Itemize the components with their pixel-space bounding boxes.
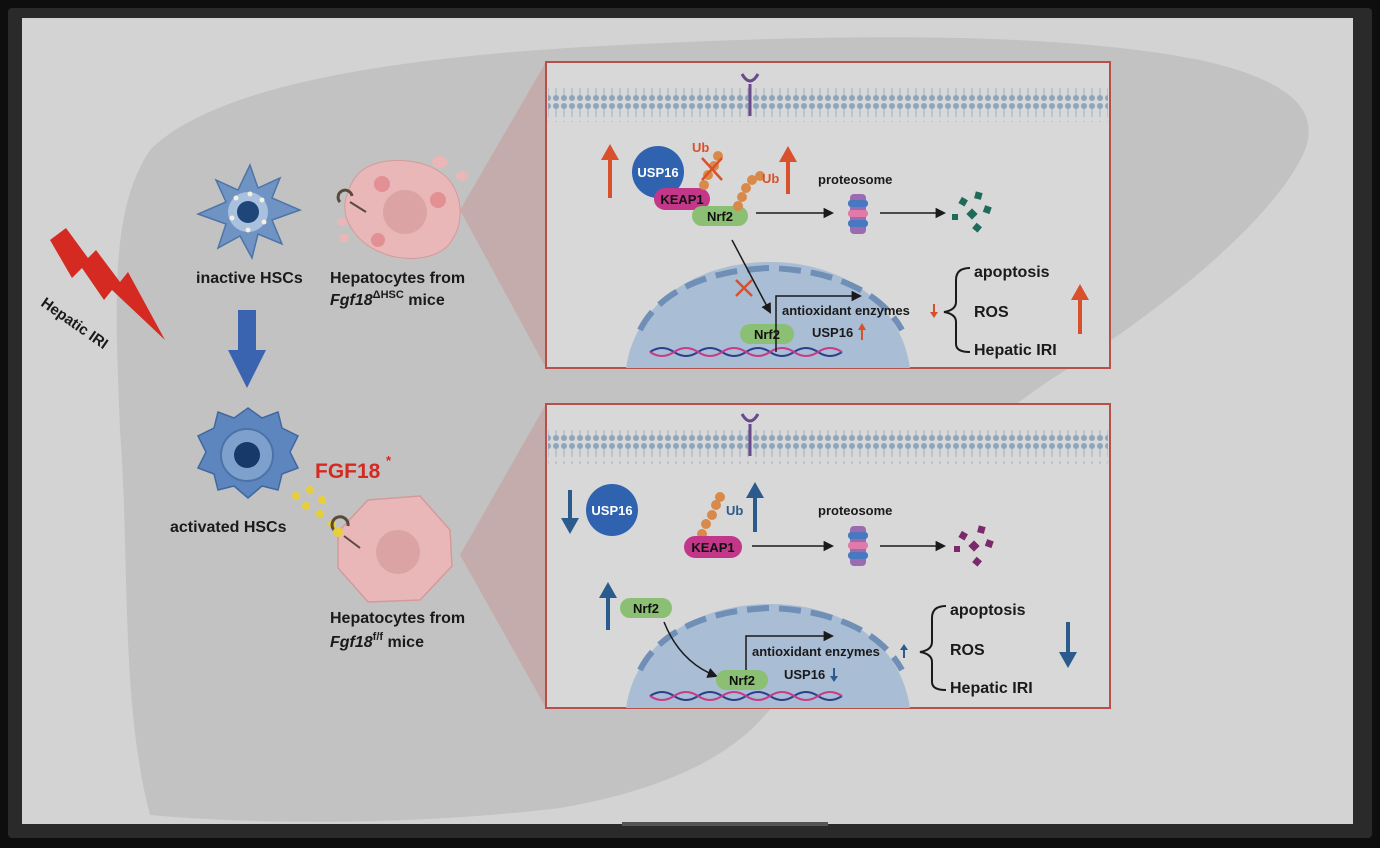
- nrf2-label-top: Nrf2: [707, 209, 733, 224]
- hep-bot-line1: Hepatocytes from: [330, 610, 465, 627]
- proteosome-icon-top: [848, 194, 868, 234]
- panel-bottom: USP16 Ub KEAP1 proteosome: [545, 403, 1111, 709]
- down-arrow-icon-usp16: [561, 490, 579, 534]
- outcome-apoptosis-top: apoptosis: [974, 264, 1050, 281]
- hep-bot-tail: mice: [383, 634, 424, 651]
- outcome-brace-bottom: [919, 605, 947, 691]
- nrf2-pill-nucleus-bottom: [716, 670, 768, 690]
- nucleus-top: [626, 262, 910, 368]
- hep-bot-gene: Fgf18: [330, 634, 373, 651]
- fgf18-particles-icon: [292, 486, 336, 528]
- proteosome-label-bottom: proteosome: [818, 503, 892, 518]
- down-arrow-icon-outcome: [1059, 622, 1077, 668]
- peptide-fragments-icon-bottom: [954, 525, 994, 567]
- nrf2-pill-nucleus-top: [740, 324, 794, 344]
- proteosome-icon-bottom: [848, 526, 868, 566]
- nrf2-pill-bottom: [620, 598, 672, 618]
- outcome-iri-top: Hepatic IRI: [974, 342, 1057, 359]
- proteosome-label-top: proteosome: [818, 172, 892, 187]
- hep-top-line1: Hepatocytes from: [330, 270, 465, 287]
- up-arrow-icon-outcome: [1071, 284, 1089, 334]
- nrf2-nucleus-label-bottom: Nrf2: [729, 673, 755, 688]
- antioxidant-label-top: antioxidant enzymes: [782, 303, 910, 318]
- usp16-label-top: USP16: [637, 165, 678, 180]
- block-x-icon: [701, 157, 723, 181]
- usp16-circle-bottom: [586, 484, 638, 536]
- receptor-icon-top: [740, 73, 760, 116]
- fgf18-label: FGF18: [315, 460, 381, 483]
- activated-hsc-icon: [196, 407, 300, 499]
- nrf2-pill-top: [692, 206, 748, 226]
- up-arrow-icon-nrf2: [599, 582, 617, 630]
- outcome-apoptosis-bottom: apoptosis: [950, 602, 1026, 619]
- usp16-small-label-top: USP16: [812, 325, 853, 340]
- outcome-iri-bottom: Hepatic IRI: [950, 680, 1033, 697]
- ub-label-1: Ub: [692, 140, 709, 155]
- activation-arrow-icon: [228, 310, 266, 388]
- dna-icon-bottom: [649, 691, 843, 701]
- nrf2-nucleus-label-top: Nrf2: [754, 327, 780, 342]
- usp16-circle-top: [632, 146, 684, 198]
- up-arrow-small-icon-bottom: [900, 644, 908, 658]
- outcome-brace-top: [943, 267, 971, 353]
- zoom-wedge-bottom: [460, 404, 546, 708]
- outcome-ros-top: ROS: [974, 304, 1009, 321]
- hep-top-tail: mice: [404, 292, 445, 309]
- down-arrow-small-icon-bottom: [830, 668, 838, 682]
- dna-icon-top: [649, 347, 843, 357]
- up-arrow-icon-usp16: [601, 144, 619, 198]
- inactive-hsc-label: inactive HSCs: [196, 270, 303, 287]
- hep-bot-sup: f/f: [373, 631, 384, 643]
- membrane-bottom: [548, 430, 1108, 464]
- receptor-icon-bottom: [740, 413, 760, 456]
- activated-hsc-label: activated HSCs: [170, 519, 287, 536]
- hep-top-gene: Fgf18: [330, 292, 373, 309]
- up-arrow-icon-ub-bottom: [746, 482, 764, 532]
- outcome-ros-bottom: ROS: [950, 642, 985, 659]
- zoom-wedge-top: [460, 62, 546, 368]
- lightning-icon: [50, 228, 165, 340]
- up-arrow-icon-ub: [779, 146, 797, 194]
- healthy-hepatocyte-icon: [330, 495, 453, 603]
- nrf2-label-bottom: Nrf2: [633, 601, 659, 616]
- keap1-label-top: KEAP1: [660, 192, 703, 207]
- damaged-hepatocyte-icon: [336, 156, 468, 259]
- ubiquitin-chain-2-icon: [733, 171, 765, 211]
- down-arrow-small-icon-top: [930, 304, 938, 318]
- keap1-label-bottom: KEAP1: [691, 540, 734, 555]
- antioxidant-label-bottom: antioxidant enzymes: [752, 644, 880, 659]
- keap1-pill-bottom: [684, 536, 742, 558]
- hep-bot-line2: Fgf18f/f mice: [330, 631, 424, 651]
- fgf18-mark: *: [386, 453, 392, 468]
- hep-top-sup: ΔHSC: [373, 289, 404, 301]
- membrane-top: [548, 88, 1108, 122]
- hep-top-line2: Fgf18ΔHSC mice: [330, 289, 445, 309]
- block-x-icon-2: [735, 279, 753, 297]
- ub-label-2: Ub: [762, 171, 779, 186]
- nucleus-bottom: [626, 604, 910, 708]
- inactive-hsc-icon: [195, 163, 303, 261]
- up-arrow-small-icon-top: [858, 323, 866, 340]
- ub-label-bottom: Ub: [726, 503, 743, 518]
- panel-top: USP16 KEAP1 Nrf2 Ub Ub proteosome: [545, 61, 1111, 369]
- usp16-small-label-bottom: USP16: [784, 667, 825, 682]
- peptide-fragments-icon-top: [952, 191, 992, 233]
- keap1-pill-top: [654, 188, 710, 210]
- usp16-label-bottom: USP16: [591, 503, 632, 518]
